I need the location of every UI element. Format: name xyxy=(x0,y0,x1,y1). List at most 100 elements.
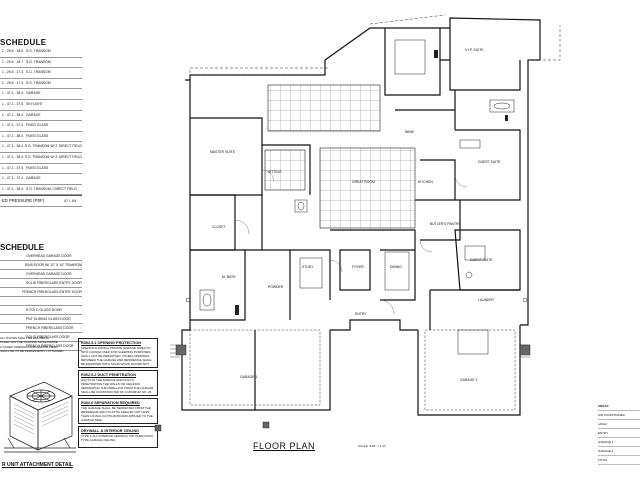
schedule-cell-note: SOLID FIBERGLASS ENTRY DOOR xyxy=(26,281,82,285)
schedule-cell-size: 1 - 47.1 - 37.4 xyxy=(2,165,24,170)
schedule-cell-note: GARAGE xyxy=(26,112,41,117)
note-box-text: OPENINGS FROM A PRIVATE GARAGE DIRECTLY … xyxy=(81,346,152,368)
room-label-sitting: SITTING xyxy=(268,170,282,174)
schedule-cell-note: S.G. TRANSOM / DIRECT FIELD xyxy=(26,186,77,191)
schedule-cell-size: 1 - 47.1 - 37.6 xyxy=(2,101,24,106)
schedule-cell-note: FRENCH FIBERGLASS ENTRY DOOR xyxy=(22,290,82,294)
schedule-cell-note: OVERHEAD GARAGE DOOR xyxy=(26,272,72,276)
schedule-cell-note: 8' FOLD GLASS DOOR xyxy=(26,308,62,312)
note-line: PANEL S/W THE CLOSING MOLE FRAME xyxy=(0,340,58,345)
pressure-row: ED PRESSURE (PSF) 47 / -64 xyxy=(0,195,82,208)
note-line: 2 CASED OPENINGS AND ERROR FIELD xyxy=(0,344,58,349)
schedule-cell-note: GARAGE xyxy=(26,91,41,96)
schedule-row: 8' FOLD GLASS DOOR xyxy=(0,306,82,315)
room-label-vip-suite: V.I.P. SUITE xyxy=(465,48,484,52)
schedule-row: OVERHEAD GARAGE DOOR xyxy=(0,252,82,261)
schedule-cell-note: FIXED GLASS xyxy=(26,165,49,170)
schedule-cell-note: SKYLIGHT xyxy=(26,101,43,106)
schedule-cell-size: 1 - 47.1 - 38.4 xyxy=(2,91,24,96)
area-row: GARAGE 2 xyxy=(598,447,640,456)
note-box-duct: R302.5.2 DUCT PENETRATION DUCTS IN THE G… xyxy=(78,370,158,396)
schedule-cell-size: 1 - 25.6 - 18.7 xyxy=(2,59,24,64)
schedule-cell-note: S.G. TRANSOM xyxy=(26,49,51,53)
schedule-cell-size: 1 - 47.1 - 38.4 xyxy=(2,133,24,138)
schedule-cell-size: 1 - 47.1 - 38.4 xyxy=(2,186,24,191)
areas-title: AREAS xyxy=(598,402,640,411)
note-box-opening: R302.5.1 OPENING PROTECTION OPENINGS FRO… xyxy=(78,338,158,368)
schedule-cell-note: S.G. TRANSOM W/ 2' DIRECT FIELD xyxy=(24,154,82,159)
area-row: ENTRY xyxy=(598,429,640,438)
schedule-cell-note: PNT SLIDING GLASS DOOR xyxy=(26,317,71,321)
schedule-cell-note: SOLID FIBERGLASS DOOR xyxy=(26,335,70,339)
note-box-text: THE GARAGE SHALL BE SEPARATED FROM THE R… xyxy=(81,406,153,422)
schedule-cell-size: 1 - 47.1 - 38.4 xyxy=(2,144,24,149)
schedule-cell-note: FIXED GLASS xyxy=(26,123,49,128)
schedule-cell-size: 1 - 47.1 - 37.4 xyxy=(2,176,24,181)
schedule-cell-note: S.G. TRANSOM xyxy=(26,59,51,64)
room-label-master-suite: MASTER SUITE xyxy=(210,150,236,154)
plan-title: FLOOR PLAN xyxy=(253,441,316,451)
room-label-dining: DINING xyxy=(390,265,402,269)
room-label-laundry: LAUNDRY xyxy=(478,298,495,302)
schedule-cell-size: 2 - 25.6 - 18.6 xyxy=(2,49,24,53)
door-schedule-title: SCHEDULE xyxy=(0,243,45,252)
schedule-cell-note: GARAGE xyxy=(26,176,41,181)
detail-title: R UNIT ATTACHMENT DETAIL xyxy=(2,462,73,468)
pressure-label: ED PRESSURE (PSF) xyxy=(2,198,45,204)
room-label-powder: POWDER xyxy=(268,285,284,289)
room-label-garage-1: GARAGE 1 xyxy=(240,375,258,379)
schedule-cell-size: 1 - 47.1 - 38.4 xyxy=(2,112,24,117)
note-box-text: TYPE X ALL INTERIOR CEILINGS, 5/8" DURA … xyxy=(81,434,154,442)
area-row: TOTAL xyxy=(598,456,640,465)
note-box-text: DUCTS IN THE GARAGE AND DUCTS PENETRATIN… xyxy=(81,378,154,396)
schedule-cell-note: S.G. TRANSOM xyxy=(26,70,51,75)
door-schedule-rows: OVERHEAD GARAGE DOOR RAIS DOOR W/ 12" X 1… xyxy=(0,252,82,351)
note-box-title: R302.5.2 DUCT PENETRATION xyxy=(81,373,136,377)
room-label-great-room: GREAT ROOM xyxy=(352,180,375,184)
room-label-guest-suite-2: GUEST SUITE xyxy=(470,258,493,262)
schedule-row: PNT SLIDING GLASS DOOR xyxy=(0,315,82,324)
room-label-closet: CLOSET xyxy=(212,225,226,229)
schedule-cell-size: 1 - 47.1 - 37.4 xyxy=(2,123,24,128)
room-label-m-bath: M. BATH xyxy=(222,275,236,279)
schedule-cell-note: S.G. TRANSOM W/ 2' DIRECT FIELD xyxy=(24,144,82,149)
schedule-cell-size: 1 - 25.6 - 17.3 xyxy=(2,70,24,75)
room-label-kitchen: KITCHEN xyxy=(418,180,433,184)
schedule-cell-note: FIXED GLASS xyxy=(26,133,49,138)
schedule-cell-size: 1 - 25.6 - 17.3 xyxy=(2,80,24,85)
area-row: LANAI xyxy=(598,420,640,429)
schedule-row: FRENCH FIBERGLASS ENTRY DOOR xyxy=(0,288,82,297)
schedule-row: RAIS DOOR W/ 12" X 14" TRANSOM xyxy=(0,261,82,270)
schedule-cell-note: RAIS DOOR W/ 12" X 14" TRANSOM xyxy=(25,263,82,267)
note-line: ALL DOORS SHALL BE LAB METAL xyxy=(0,336,50,340)
schedule-cell-size: 1 - 47.1 - 38.4 xyxy=(2,154,24,159)
area-row: GARAGE 1 xyxy=(598,438,640,447)
room-label-guest-suite-1: GUEST SUITE xyxy=(478,160,501,164)
area-row: AIR CONDITIONED xyxy=(598,411,640,420)
plan-scale: SCALE: 3/32" = 1'-0" xyxy=(358,444,386,448)
note-line: SHALL BE TO BE PERMANENTLY ATTACHED xyxy=(0,348,64,353)
unit-detail-drawing xyxy=(4,381,76,453)
note-box-separation: R302.6 SEPARATION REQUIRED THE GARAGE SH… xyxy=(78,398,158,424)
note-box-drywall: DRYWALL & INTERIOR CEILING TYPE X ALL IN… xyxy=(78,426,158,448)
room-label-entry: ENTRY xyxy=(355,312,367,316)
